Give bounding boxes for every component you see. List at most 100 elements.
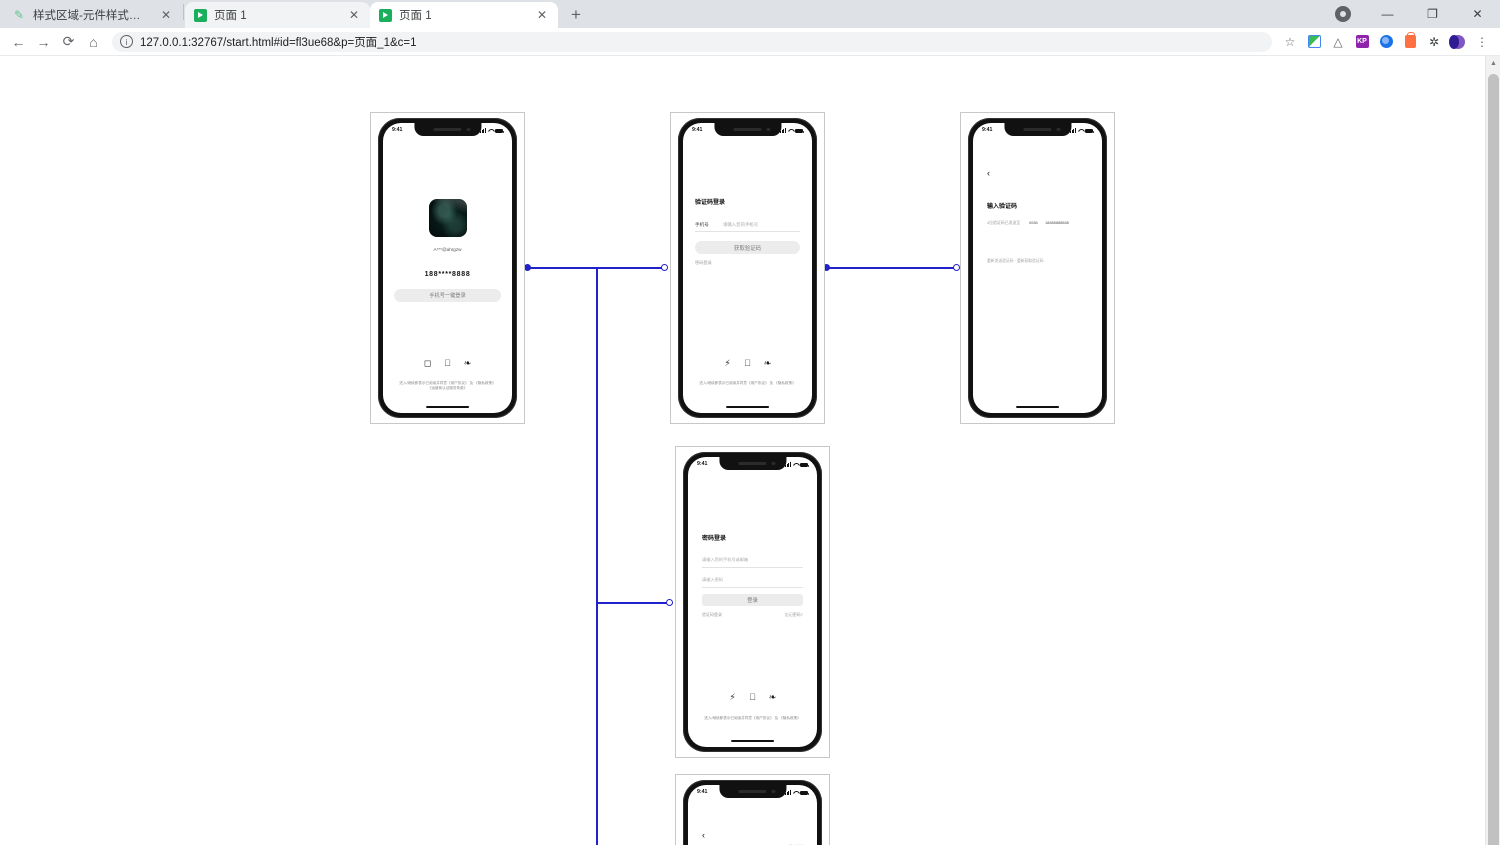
prototype-canvas[interactable]: 9:41 A***@ahrgzw 188****8888 手机号一键登录 ◻  [0,56,1500,845]
maximize-button[interactable]: ❐ [1427,7,1438,21]
canvas-scrollbar[interactable]: ▲ [1485,56,1500,845]
tab-close-icon[interactable]: ✕ [348,8,360,22]
minimize-button[interactable]: — [1381,7,1394,21]
browser-tab-2[interactable]: 页面 1 ✕ [185,2,370,28]
phone-mockup-bind-phone[interactable]: 9:41 ‹ 跳过绑定 绑定手机 手机号 请输入您的手机号 [683,780,822,845]
apple-icon[interactable]:  [438,359,458,368]
page-title: 输入验证码 [987,204,1018,210]
apple-icon[interactable]:  [738,359,758,368]
axure-play-icon [193,8,207,22]
wechat-icon[interactable]: ❧ [463,358,472,368]
chevron-left-icon[interactable]: ‹ [702,830,705,840]
status-bar: 9:41 [688,457,817,471]
connector-line-5 [827,267,957,269]
status-bar: 9:41 [973,123,1102,137]
qq-icon[interactable]: ◻ [423,358,432,368]
screen-body: ‹ 输入验证码 4位验证码已发送至 0086 18888888888 重新发送验… [973,137,1102,413]
account-input-placeholder[interactable]: 请输入您的手机号或邮箱 [702,557,749,562]
status-time: 9:41 [392,127,403,133]
wifi-icon [793,791,798,795]
signal-icon [785,789,791,795]
onelick-login-button[interactable]: 手机号一键登录 [394,289,501,302]
close-window-button[interactable]: ✕ [1472,7,1483,21]
home-indicator [725,405,770,408]
home-indicator [425,405,470,408]
connector-line-2 [596,267,598,603]
qq-icon[interactable]: ⚡ [724,358,731,368]
extensions-puzzle-icon[interactable]: ✲ [1428,34,1440,49]
apple-icon[interactable]:  [743,693,763,702]
extension-lock-icon[interactable] [1398,30,1422,54]
status-bar: 9:41 [688,785,817,799]
status-icons [480,127,504,133]
connector-node-end-2[interactable] [953,264,960,271]
new-tab-button[interactable]: + [571,5,581,24]
bookmark-star-icon[interactable]: ☆ [1284,34,1296,49]
masked-phone: 188****8888 [424,271,471,278]
site-info-icon[interactable]: i [120,35,133,48]
wechat-icon[interactable]: ❧ [768,692,777,702]
wechat-icon[interactable]: ❧ [763,358,772,368]
scroll-up-icon[interactable]: ▲ [1490,60,1497,67]
screen-onelick-login: 9:41 A***@ahrgzw 188****8888 手机号一键登录 ◻  [383,123,512,413]
back-icon[interactable]: ← [11,33,26,50]
extension-editor-icon[interactable] [1302,30,1326,54]
status-bar: 9:41 [383,123,512,137]
profile-avatar-icon[interactable] [1320,0,1365,28]
address-bar[interactable]: i 127.0.0.1:32767/start.html#id=fl3ue68&… [112,31,1272,52]
legal-text: 进入/继续即表示已阅读并同意《用户协议》 及 《隐私政策》 [688,716,817,721]
connector-node-start-1[interactable] [524,264,531,271]
screen-body: 密码登录 请输入您的手机号或邮箱 请输入密码 登录 验证码登录 忘记密码? ⚡ … [688,471,817,747]
forgot-password-link[interactable]: 忘记密码? [784,612,803,617]
home-icon[interactable]: ⌂ [89,33,98,50]
code-login-link[interactable]: 验证码登录 [702,612,722,617]
qq-icon[interactable]: ⚡ [729,692,736,702]
get-code-button[interactable]: 获取验证码 [695,241,800,254]
connector-node-end-3[interactable] [666,599,673,606]
subtitle-phone: 18888888888 [1045,220,1069,225]
phone-mockup-code-login[interactable]: 9:41 验证码登录 手机号 请输入您的手机号 获取验证码 密码登录 ⚡ [678,118,817,418]
avatar [428,199,467,237]
password-login-link[interactable]: 密码登录 [695,260,712,265]
forward-icon[interactable]: → [36,33,51,50]
social-login-row: ⚡  ❧ [683,359,812,368]
extension-globe-icon[interactable] [1374,30,1398,54]
reload-icon[interactable]: ⟳ [62,33,75,49]
battery-icon [495,128,504,133]
home-indicator [1015,405,1060,408]
status-time: 9:41 [692,127,703,133]
phone-mockup-password-login[interactable]: 9:41 密码登录 请输入您的手机号或邮箱 请输入密码 登录 验证码登录 忘记 [683,452,822,752]
tab-close-icon[interactable]: ✕ [536,8,548,22]
resend-code-link[interactable]: 重新发送验证码 · 重新获取验证码 [987,259,1044,263]
browser-tab-1[interactable]: ✎ 样式区域-元件样式（快照）·语 ✕ [4,2,182,28]
phone-input-placeholder[interactable]: 请输入您的手机号 [723,222,759,227]
extension-moon-icon[interactable] [1446,30,1470,54]
chevron-left-icon[interactable]: ‹ [987,168,990,178]
connector-node-end-1[interactable] [661,264,668,271]
login-button[interactable]: 登录 [702,594,803,606]
tab-close-icon[interactable]: ✕ [160,8,172,22]
subtitle-country-code: 0086 [1029,220,1038,225]
scrollbar-thumb[interactable] [1488,74,1499,845]
screen-password-login: 9:41 密码登录 请输入您的手机号或邮箱 请输入密码 登录 验证码登录 忘记 [688,457,817,747]
extension-keepass-icon[interactable]: KP [1350,30,1374,54]
browser-tab-3[interactable]: 页面 1 ✕ [370,2,558,28]
phone-mockup-onelick-login[interactable]: 9:41 A***@ahrgzw 188****8888 手机号一键登录 ◻  [378,118,517,418]
status-icons [780,127,804,133]
password-input-placeholder[interactable]: 请输入密码 [702,577,723,582]
chrome-menu-icon[interactable]: ⋮ [1476,34,1488,49]
legal-line-1: 进入/继续即表示已阅读并同意《用户协议》 及 《隐私政策》 [704,716,801,720]
page-title: 验证码登录 [695,200,726,206]
subtitle-prefix: 4位验证码已发送至 [987,220,1021,225]
phone-mockup-input-code[interactable]: 9:41 ‹ 输入验证码 4位验证码已发送至 0086 18888888888 … [968,118,1107,418]
notch [718,457,787,470]
battery-icon [1085,128,1094,133]
extension-triangle-icon[interactable]: △ [1333,34,1343,49]
tab-strip: ✎ 样式区域-元件样式（快照）·语 ✕ 页面 1 ✕ 页面 1 ✕ + — ❐ … [0,0,1500,28]
screen-bind-phone: 9:41 ‹ 跳过绑定 绑定手机 手机号 请输入您的手机号 [688,785,817,845]
phone-input-underline [695,231,800,232]
nickname: A***@ahrgzw [433,247,462,252]
status-icons [785,461,809,467]
status-icons [1070,127,1094,133]
